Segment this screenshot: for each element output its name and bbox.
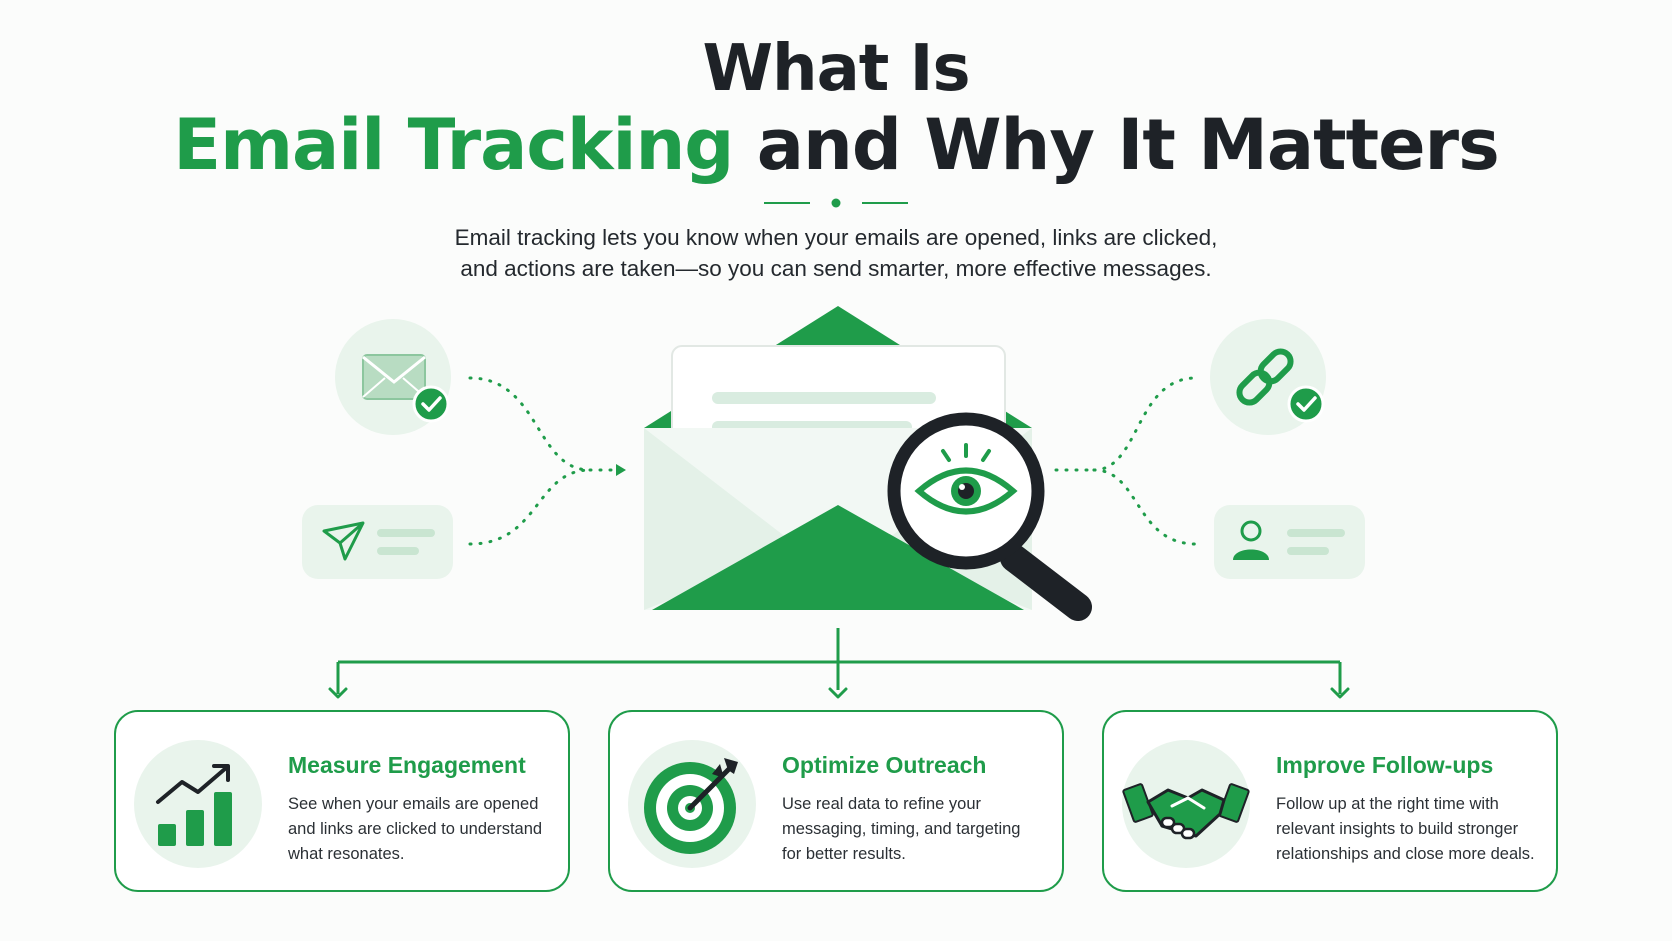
envelope-magnifier-eye-icon bbox=[644, 306, 1092, 621]
subtitle-line1: Email tracking lets you know when your e… bbox=[454, 225, 1218, 250]
title-rest: and Why It Matters bbox=[756, 104, 1500, 186]
branch-connectors bbox=[336, 628, 1342, 694]
target-arrow-icon bbox=[628, 740, 756, 868]
user-icon bbox=[1214, 505, 1365, 579]
title-accent: Email Tracking bbox=[173, 104, 734, 186]
card-title: Optimize Outreach bbox=[782, 752, 987, 778]
title-divider bbox=[764, 198, 908, 208]
left-arrowhead bbox=[616, 464, 626, 476]
mail-opened-check-icon bbox=[335, 319, 451, 435]
right-connectors bbox=[1054, 376, 1198, 546]
subtitle: Email tracking lets you know when your e… bbox=[0, 222, 1672, 284]
card-improve-follow-ups: Improve Follow-ups Follow up at the righ… bbox=[1102, 710, 1558, 892]
subtitle-line2: and actions are taken—so you can send sm… bbox=[460, 256, 1212, 281]
left-connectors bbox=[468, 376, 620, 546]
card-optimize-outreach: Optimize Outreach Use real data to refin… bbox=[608, 710, 1064, 892]
branch-arrowheads bbox=[328, 687, 1350, 699]
page-title-line2: Email Tracking and Why It Matters bbox=[0, 104, 1672, 186]
card-title: Improve Follow-ups bbox=[1276, 752, 1494, 778]
card-measure-engagement: Measure Engagement See when your emails … bbox=[114, 710, 570, 892]
send-icon bbox=[302, 505, 453, 579]
card-title: Measure Engagement bbox=[288, 752, 526, 778]
page-title-line1: What Is bbox=[702, 32, 970, 106]
handshake-icon bbox=[1122, 740, 1250, 868]
link-check-icon bbox=[1210, 319, 1326, 435]
growth-chart-icon bbox=[134, 740, 262, 868]
